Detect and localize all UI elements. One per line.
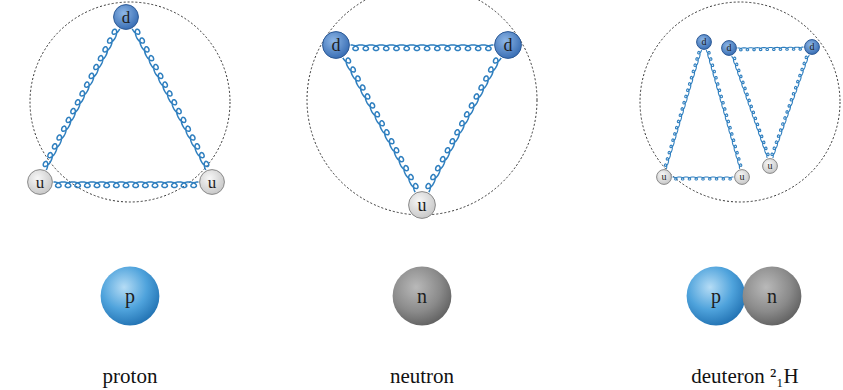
- quark: u: [734, 169, 750, 185]
- circle-outline: [805, 40, 820, 55]
- dashed-boundary: [307, 0, 537, 215]
- quark: d: [804, 39, 820, 55]
- quark: u: [408, 191, 436, 219]
- particle-letter: n: [417, 286, 427, 306]
- gluon-spring: [132, 29, 209, 170]
- particle-letter: d: [122, 9, 131, 26]
- particle-letter: u: [662, 172, 667, 182]
- particle-letter: d: [702, 37, 707, 47]
- quark: d: [494, 31, 522, 59]
- caption-label: proton: [103, 364, 158, 389]
- circle-outline: [495, 32, 522, 59]
- particle-letter: u: [768, 161, 773, 171]
- particle-letter: n: [767, 286, 777, 306]
- gluon-spring: [54, 182, 199, 188]
- particle-ball: n: [742, 266, 802, 326]
- particle-letter: u: [36, 174, 45, 191]
- circle-outline: [697, 35, 712, 50]
- circle-outline: [735, 170, 750, 185]
- circle-outline: [657, 170, 672, 185]
- particle-letter: u: [740, 172, 745, 182]
- caption-label: deuteron ²₁H: [691, 364, 799, 389]
- circle-outline: [101, 267, 160, 326]
- circle-outline: [722, 41, 737, 56]
- dashed-boundary: [640, 2, 840, 202]
- quark: u: [656, 169, 672, 185]
- particle-ball: p: [100, 266, 160, 326]
- quark: d: [721, 40, 737, 56]
- circle-outline: [763, 159, 778, 174]
- quark: d: [696, 34, 712, 50]
- circle-outline: [114, 5, 139, 30]
- dashed-boundary: [30, 2, 230, 202]
- gluon-spring: [673, 177, 734, 180]
- gluon-spring: [43, 29, 120, 170]
- gluon-spring: [426, 58, 501, 192]
- quark: u: [199, 169, 225, 195]
- particle-letter: d: [727, 43, 732, 53]
- circle-outline: [687, 267, 746, 326]
- particle-letter: d: [504, 36, 513, 54]
- quark: u: [27, 169, 53, 195]
- particle-letter: u: [418, 196, 427, 214]
- gluon-spring: [343, 58, 418, 192]
- quark: d: [113, 4, 139, 30]
- gluon-spring: [738, 47, 804, 51]
- circle-outline: [409, 192, 436, 219]
- circle-outline: [28, 170, 53, 195]
- circle-outline: [393, 267, 452, 326]
- gluon-spring: [351, 45, 494, 51]
- particle-ball: n: [392, 266, 452, 326]
- quark: d: [322, 31, 350, 59]
- particle-letter: d: [810, 42, 815, 52]
- particle-letter: p: [711, 286, 721, 306]
- gluon-spring: [771, 55, 809, 158]
- particle-ball: p: [686, 266, 746, 326]
- gluon-spring: [664, 50, 701, 169]
- particle-letter: u: [208, 174, 217, 191]
- circle-outline: [743, 267, 802, 326]
- quark: u: [762, 158, 778, 174]
- particle-letter: d: [332, 36, 341, 54]
- gluon-spring: [732, 56, 769, 158]
- caption-label: neutron: [390, 364, 454, 389]
- particle-letter: p: [125, 286, 135, 306]
- circle-outline: [323, 32, 350, 59]
- circle-outline: [200, 170, 225, 195]
